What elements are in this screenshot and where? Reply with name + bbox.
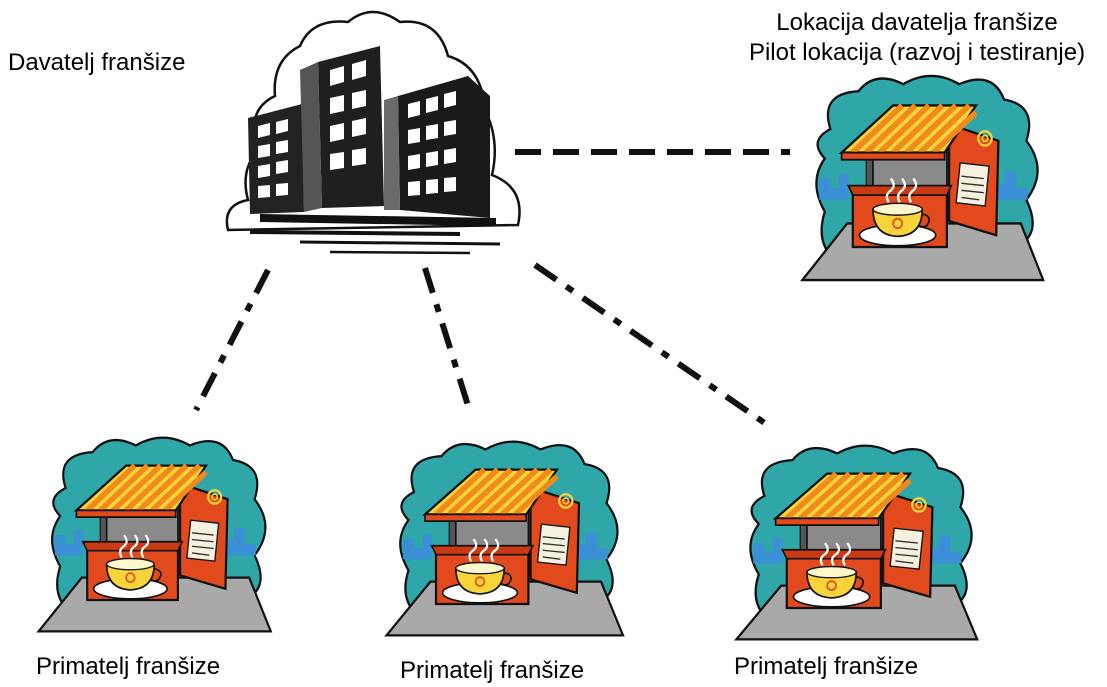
recipient-1-label: Primatelj franšize xyxy=(36,653,221,680)
recipient-3-label: Primatelj franšize xyxy=(734,653,919,680)
recipient-2-label: Primatelj franšize xyxy=(400,657,585,684)
coffee-kiosk-recipient-2-icon xyxy=(387,442,624,636)
connector-recipient-2 xyxy=(422,267,473,413)
coffee-kiosk-pilot-icon xyxy=(802,76,1043,280)
coffee-kiosk-recipient-1-icon xyxy=(39,438,271,632)
franchisor-label: Davatelj franšize xyxy=(8,49,186,76)
office-building-icon xyxy=(225,10,521,255)
connector-recipient-1 xyxy=(193,268,271,412)
pilot-label-line1: Lokacija davatelja franšize xyxy=(776,9,1058,36)
connector-recipient-3 xyxy=(533,262,774,431)
pilot-label-line2: Pilot lokacija (razvoj i testiranje) xyxy=(748,39,1086,66)
coffee-kiosk-recipient-3-icon xyxy=(736,446,977,640)
pilot-location-label: Lokacija davatelja franšize Pilot lokaci… xyxy=(734,8,1100,68)
connection-lines xyxy=(193,149,790,431)
